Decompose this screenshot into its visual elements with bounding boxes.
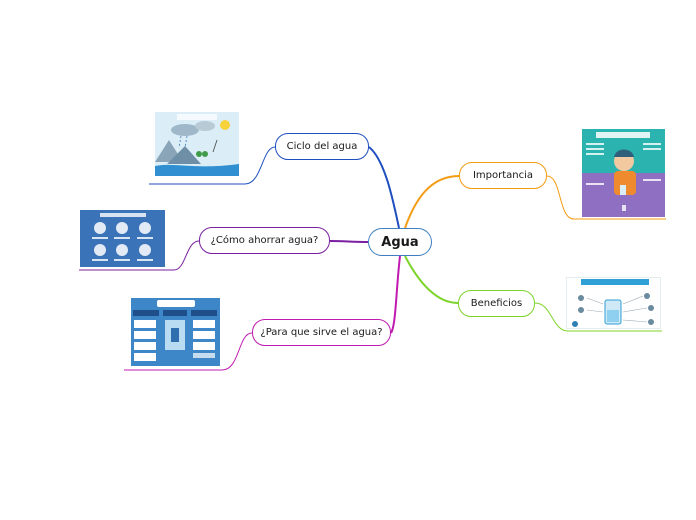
topic-ciclo-del-agua[interactable]: Ciclo del agua [275,133,369,160]
topic-beneficios[interactable]: Beneficios [458,290,535,317]
underline-beneficios [534,302,662,332]
underline-ciclo [149,146,276,185]
underline-para [124,332,253,371]
topic-para-que-sirve[interactable]: ¿Para que sirve el agua? [252,319,391,346]
topic-como-ahorrar-agua[interactable]: ¿Cómo ahorrar agua? [199,227,330,254]
connector-ciclo [368,146,400,229]
underline-importancia [546,175,666,220]
topic-para-label: ¿Para que sirve el agua? [260,327,383,338]
topic-importancia-label: Importancia [472,170,534,181]
topic-ciclo-label: Ciclo del agua [286,141,358,152]
topic-beneficios-label: Beneficios [470,298,523,309]
water-importance-image[interactable] [582,129,665,217]
water-cycle-image[interactable] [155,112,239,176]
topic-ahorrar-label: ¿Cómo ahorrar agua? [210,235,319,246]
central-topic-label: Agua [381,234,419,250]
connector-para [390,255,401,334]
connector-ahorrar [329,240,369,243]
connector-importancia [404,175,460,229]
underline-ahorrar [79,240,200,271]
topic-importancia[interactable]: Importancia [459,162,547,189]
water-benefits-image[interactable] [566,277,661,329]
connector-beneficios [404,255,459,304]
water-uses-image[interactable] [131,298,220,366]
save-water-tips-image[interactable] [80,210,165,267]
central-topic-agua[interactable]: Agua [368,228,432,256]
